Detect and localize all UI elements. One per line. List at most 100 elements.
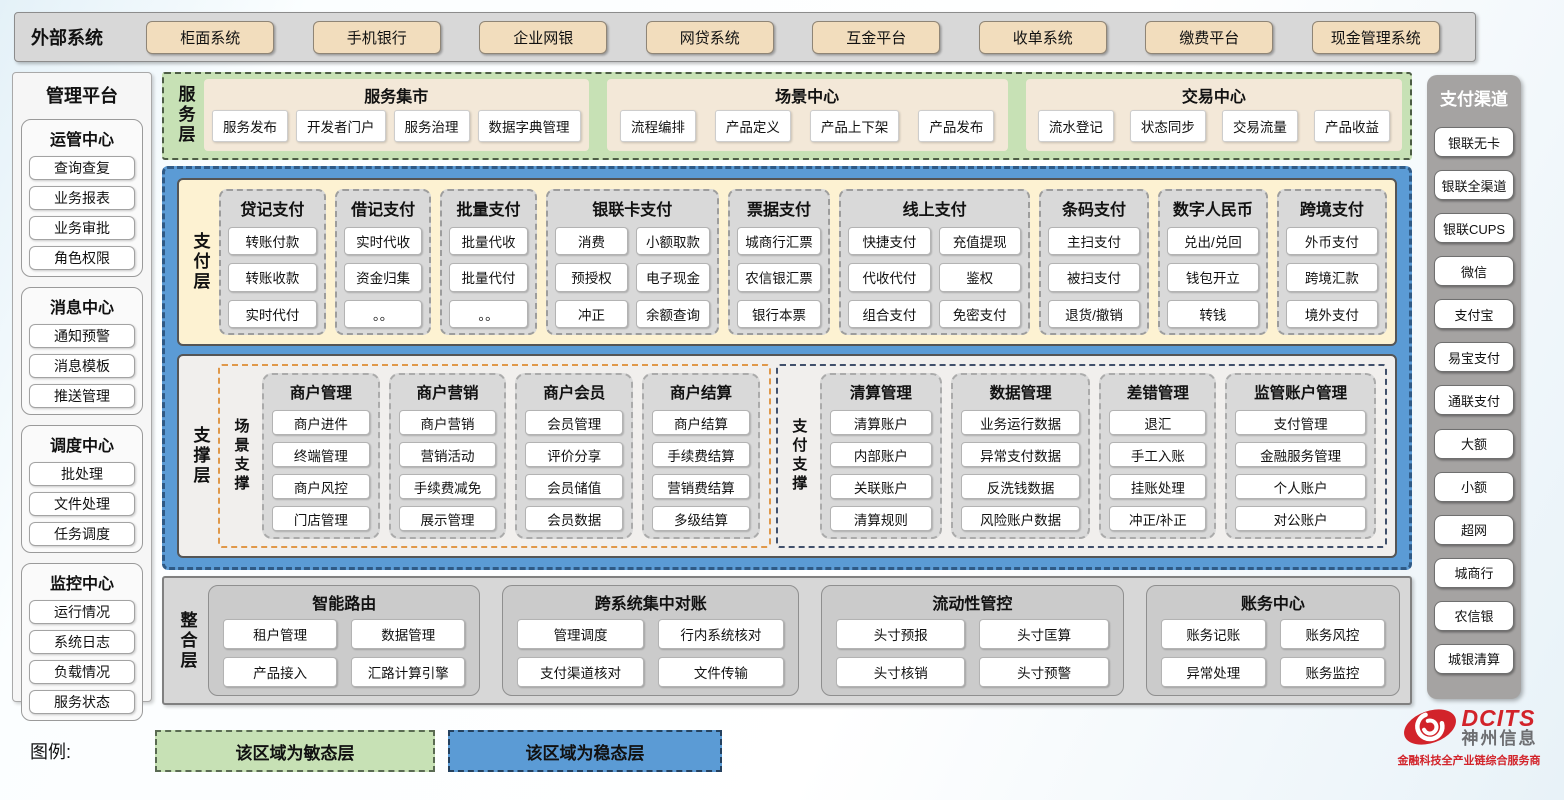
support-function-box: 门店管理 — [272, 506, 370, 531]
payment-function-box: 批量代收 — [449, 227, 528, 256]
management-function-box: 运行情况 — [29, 600, 135, 624]
integration-function-box: 账务记账 — [1160, 619, 1266, 649]
payment-column-cross-border: 跨境支付 外币支付跨境汇款境外支付 — [1276, 189, 1388, 335]
payment-function-box: 免密支付 — [938, 299, 1021, 328]
integration-group-accounting: 账务中心 账务记账账务风控异常处理账务监控 — [1145, 585, 1400, 696]
section-title: 运管中心 — [49, 132, 114, 149]
integration-groups: 智能路由 租户管理数据管理产品接入汇路计算引擎 跨系统集中对账 管理调度行内系统… — [208, 585, 1400, 696]
support-function-box: 个人账户 — [1235, 474, 1366, 499]
support-function-box: 手续费结算 — [652, 442, 750, 467]
service-function-box: 交易流量 — [1221, 109, 1298, 142]
management-function-box: 批处理 — [29, 462, 135, 486]
management-function-box: 文件处理 — [29, 492, 135, 516]
service-function-box: 流程编排 — [619, 109, 696, 142]
support-function-box: 支付管理 — [1235, 410, 1366, 435]
support-function-box: 挂账处理 — [1109, 474, 1207, 499]
group-title: 服务集市 — [364, 89, 429, 106]
section-title: 调度中心 — [49, 438, 114, 455]
management-section-monitoring: 监控中心 运行情况系统日志负载情况服务状态 — [21, 563, 143, 721]
support-column-error: 差错管理 退汇手工入账挂账处理冲正/补正 — [1099, 373, 1217, 539]
support-function-box: 清算账户 — [829, 410, 932, 435]
support-function-box: 对公账户 — [1235, 506, 1366, 531]
column-title: 线上支付 — [902, 202, 967, 219]
payment-function-box: 预授权 — [554, 263, 629, 292]
management-function-box: 消息模板 — [29, 354, 135, 378]
support-function-box: 内部账户 — [829, 442, 932, 467]
service-group-transaction-center: 交易中心 流水登记状态同步交易流量产品收益 — [1025, 79, 1402, 151]
channel-box: 易宝支付 — [1434, 342, 1514, 373]
external-system-box: 手机银行 — [312, 20, 441, 54]
service-function-box: 流水登记 — [1037, 109, 1114, 142]
stable-layer-container: 支付层 贷记支付 转账付款转账收款实时代付 借记支付 实时代收资金归集。。 批量… — [162, 166, 1412, 570]
integration-layer-label: 整合层 — [177, 610, 197, 671]
service-function-box: 产品收益 — [1313, 109, 1390, 142]
support-function-box: 退汇 — [1109, 410, 1207, 435]
column-title: 数字人民币 — [1172, 202, 1253, 219]
management-function-box: 角色权限 — [29, 246, 135, 270]
payment-function-box: 转账付款 — [228, 227, 317, 256]
support-function-box: 终端管理 — [272, 442, 370, 467]
column-title: 商户结算 — [669, 385, 732, 402]
payment-column-digital-rmb: 数字人民币 兑出/兑回钱包开立转钱 — [1158, 189, 1268, 335]
external-system-box: 现金管理系统 — [1311, 20, 1440, 54]
support-function-box: 冲正/补正 — [1109, 506, 1207, 531]
external-system-box: 企业网银 — [479, 20, 608, 54]
channel-box: 银联全渠道 — [1434, 170, 1514, 201]
integration-function-box: 产品接入 — [223, 657, 338, 687]
group-title: 流动性管控 — [932, 596, 1013, 613]
legend-agile-box: 该区域为敏态层 — [155, 730, 435, 772]
support-column-merchant-management: 商户管理 商户进件终端管理商户风控门店管理 — [262, 373, 380, 539]
support-function-box: 异常支付数据 — [960, 442, 1081, 467]
external-systems-bar: 外部系统 柜面系统手机银行企业网银网贷系统互金平台收单系统缴费平台现金管理系统 — [14, 12, 1476, 62]
payment-column-batch: 批量支付 批量代收批量代付。。 — [440, 189, 537, 335]
channel-box: 通联支付 — [1434, 385, 1514, 416]
payment-column-bill: 票据支付 城商行汇票农信银汇票银行本票 — [727, 189, 831, 335]
column-title: 贷记支付 — [240, 202, 305, 219]
payment-function-box: 代收代付 — [848, 263, 931, 292]
payment-function-box: 银行本票 — [736, 299, 822, 328]
integration-function-box: 账务监控 — [1279, 657, 1385, 687]
support-function-box: 商户风控 — [272, 474, 370, 499]
service-group-service-market: 服务集市 服务发布开发者门户服务治理数据字典管理 — [204, 79, 589, 151]
dcits-logo: DCITS 神州信息 金融科技全产业链综合服务商 — [1388, 704, 1550, 768]
service-layer-section: 服务层 服务集市 服务发布开发者门户服务治理数据字典管理 场景中心 流程编排产品… — [162, 72, 1412, 160]
column-title: 清算管理 — [849, 385, 912, 402]
support-function-box: 多级结算 — [652, 506, 750, 531]
payment-function-box: 消费 — [554, 227, 629, 256]
integration-group-smart-routing: 智能路由 租户管理数据管理产品接入汇路计算引擎 — [208, 585, 481, 696]
integration-group-liquidity: 流动性管控 头寸预报头寸匡算头寸核销头寸预警 — [821, 585, 1124, 696]
payment-function-box: 资金归集 — [343, 263, 423, 292]
service-group-scene-center: 场景中心 流程编排产品定义产品上下架产品发布 — [606, 79, 1008, 151]
group-title: 交易中心 — [1181, 89, 1246, 106]
payment-column-barcode: 条码支付 主扫支付被扫支付退货/撤销 — [1038, 189, 1150, 335]
payment-function-box: 农信银汇票 — [736, 263, 822, 292]
service-function-box: 服务发布 — [212, 109, 288, 142]
support-function-box: 商户结算 — [652, 410, 750, 435]
integration-function-box: 头寸核销 — [836, 657, 966, 687]
service-function-box: 产品定义 — [714, 109, 791, 142]
support-function-box: 会员管理 — [525, 410, 624, 435]
group-title: 智能路由 — [312, 596, 377, 613]
payment-function-box: 外币支付 — [1285, 227, 1379, 256]
management-function-box: 业务审批 — [29, 216, 135, 240]
external-system-box: 互金平台 — [812, 20, 941, 54]
payment-function-box: 转账收款 — [228, 263, 317, 292]
column-title: 借记支付 — [351, 202, 416, 219]
management-section-operations: 运管中心 查询查复业务报表业务审批角色权限 — [21, 119, 143, 277]
center-stack: 服务层 服务集市 服务发布开发者门户服务治理数据字典管理 场景中心 流程编排产品… — [162, 72, 1412, 705]
group-title: 场景中心 — [775, 89, 840, 106]
dcits-brand-text: DCITS — [1461, 705, 1536, 731]
dcits-swirl-icon — [1403, 709, 1456, 745]
support-function-box: 手续费减免 — [398, 474, 497, 499]
support-function-box: 业务运行数据 — [960, 410, 1081, 435]
integration-function-box: 头寸匡算 — [979, 619, 1109, 649]
payment-function-box: 实时代付 — [228, 299, 317, 328]
channel-box: 超网 — [1434, 514, 1514, 545]
channel-box: 大额 — [1434, 428, 1514, 459]
section-title: 消息中心 — [49, 300, 114, 317]
payment-function-box: 主扫支付 — [1047, 227, 1141, 256]
channel-box: 小额 — [1434, 471, 1514, 502]
integration-function-box: 支付渠道核对 — [517, 657, 644, 687]
